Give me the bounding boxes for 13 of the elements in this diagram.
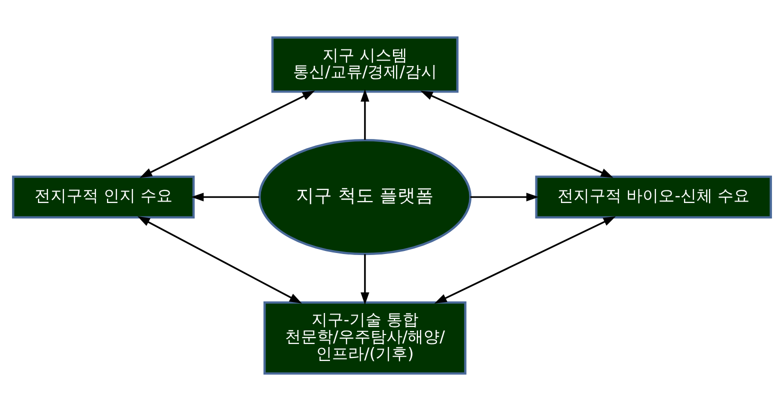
node-box: 지구 시스템 통신/교류/경제/감시 (271, 36, 459, 93)
arrow (360, 89, 370, 140)
arrow (360, 254, 370, 305)
node-box: 전지구적 인지 수요 (12, 176, 195, 218)
node-ellipse: 지구 척도 플랫폼 (258, 138, 472, 256)
arrow (434, 216, 616, 304)
arrow (137, 216, 302, 304)
arrow (191, 192, 260, 202)
arrow (420, 90, 614, 178)
arrow (140, 90, 315, 178)
node-box: 지구-기술 통합 천문학/우주탐사/해양/ 인프라/(기후) (263, 301, 466, 375)
arrow (470, 192, 539, 202)
node-box: 전지구적 바이오-신체 수요 (535, 176, 772, 218)
